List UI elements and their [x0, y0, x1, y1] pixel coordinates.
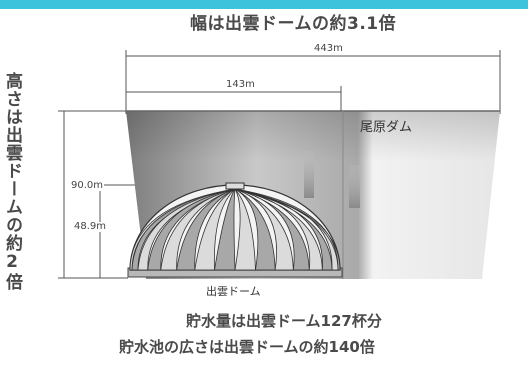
- dam-width-label: 443m: [314, 43, 343, 54]
- water-volume-note: 貯水量は出雲ドーム127杯分: [186, 312, 382, 330]
- izumo-dome-shape: [127, 182, 343, 278]
- dam-spillway-right: [349, 165, 360, 208]
- dome-width-label: 143m: [226, 79, 255, 90]
- width-dimension-dam: [125, 50, 501, 114]
- width-dimension-dome: [126, 86, 342, 114]
- dam-name-label: 尾原ダム: [360, 120, 413, 135]
- dam-height-label: 90.0m: [70, 180, 105, 191]
- height-dimension-dam: [58, 110, 130, 279]
- width-comparison-title: 幅は出雲ドームの約3.1倍: [190, 14, 397, 34]
- top-accent-bar: [0, 0, 528, 9]
- reservoir-area-note: 貯水池の広さは出雲ドームの約140倍: [119, 338, 375, 356]
- height-comparison-title: 高さは出雲ドームの約2倍: [2, 72, 22, 291]
- dome-name-label: 出雲ドーム: [206, 285, 261, 298]
- dam-spillway-left: [304, 151, 314, 198]
- dome-height-label: 48.9m: [73, 221, 108, 232]
